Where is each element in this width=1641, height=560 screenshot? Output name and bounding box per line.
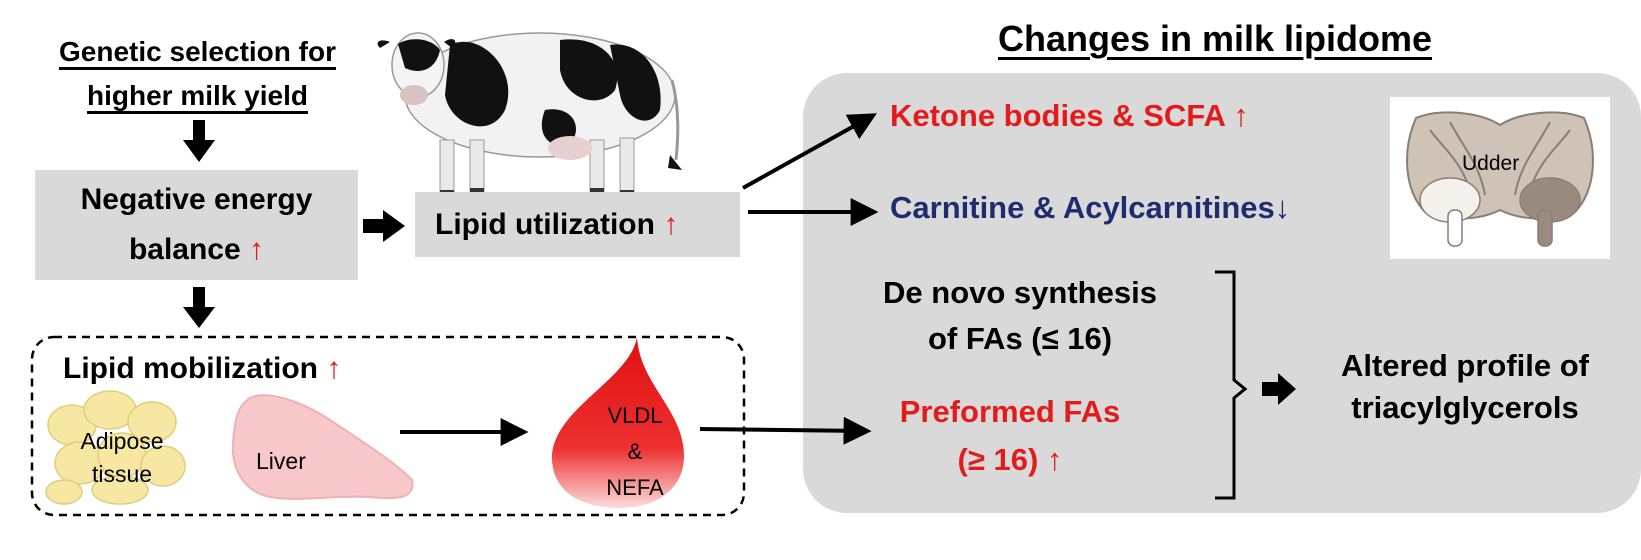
blood-drop-image	[551, 337, 684, 508]
udder-label: Udder	[1462, 152, 1520, 175]
blood-line-1: VLDL	[607, 403, 663, 428]
milk-lipidome-title-wrap: Changes in milk lipidome	[960, 18, 1470, 60]
blood-line-2: &	[627, 439, 643, 464]
neb-line-2: balance ↑	[35, 225, 358, 275]
lipid-mobilization-label: Lipid mobilization	[63, 352, 318, 385]
denovo-label: De novo synthesis of FAs (≤ 16)	[850, 270, 1190, 362]
ketone-label: Ketone bodies & SCFA	[890, 98, 1225, 133]
adipose-line-2: tissue	[91, 461, 153, 487]
preformed-line-2-wrap: (≥ 16) ↑	[860, 436, 1160, 484]
lipid-mobilization-label-wrap: Lipid mobilization ↑	[63, 352, 341, 386]
genetic-selection-label: Genetic selection for higher milk yield	[20, 30, 375, 118]
increase-arrow-ketone: ↑	[1233, 98, 1249, 133]
increase-arrow-mobilization: ↑	[326, 352, 342, 385]
preformed-line-2: (≥ 16)	[957, 442, 1039, 477]
block-arrow-right-2	[1262, 373, 1296, 405]
lipid-utilization-box: Lipid utilization ↑	[415, 192, 740, 257]
blood-line-3: NEFA	[606, 475, 664, 500]
denovo-line-2: of FAs (≤ 16)	[927, 321, 1113, 356]
preformed-line-1: Preformed FAs	[899, 394, 1121, 429]
genetic-line-1: Genetic selection for	[59, 36, 336, 67]
block-arrow-right-1	[363, 210, 405, 242]
decrease-arrow-carnitine: ↓	[1274, 190, 1291, 225]
cow-image	[377, 32, 682, 196]
adipose-tissue-image	[45, 390, 186, 505]
arrow-to-ketone	[742, 113, 877, 190]
increase-arrow-neb: ↑	[249, 233, 265, 266]
preformed-label: Preformed FAs (≥ 16) ↑	[860, 388, 1160, 484]
carnitine-label-wrap: Carnitine & Acylcarnitines↓	[890, 190, 1290, 226]
bracket	[1215, 270, 1248, 500]
neb-line-2-text: balance	[128, 233, 241, 266]
increase-arrow-utilization: ↑	[663, 208, 679, 241]
denovo-line-1: De novo synthesis	[883, 275, 1157, 310]
neb-line-1: Negative energy	[80, 183, 313, 216]
block-arrow-down-1	[183, 120, 215, 162]
carnitine-label: Carnitine & Acylcarnitines	[890, 190, 1275, 225]
blood-label: VLDL & NEFA	[575, 398, 695, 506]
adipose-line-1: Adipose	[80, 428, 164, 454]
udder-image	[1390, 97, 1610, 259]
arrow-blood-to-preformed	[699, 416, 872, 445]
ketone-label-wrap: Ketone bodies & SCFA ↑	[890, 98, 1249, 134]
altered-profile-label: Altered profile of triacylglycerols	[1300, 345, 1630, 429]
negative-energy-balance-box: Negative energy balance ↑	[35, 170, 358, 280]
liver-image	[231, 394, 414, 500]
altered-line-1: Altered profile of	[1340, 348, 1589, 383]
liver-label: Liver	[256, 448, 306, 474]
altered-line-2: triacylglycerols	[1351, 390, 1579, 425]
increase-arrow-preformed: ↑	[1046, 442, 1063, 477]
lipid-utilization-label: Lipid utilization	[435, 208, 655, 241]
genetic-line-2: higher milk yield	[87, 80, 308, 111]
lipid-mobilization-box	[30, 335, 746, 517]
adipose-tissue-label: Adipose tissue	[52, 425, 192, 491]
milk-lipidome-title: Changes in milk lipidome	[997, 18, 1433, 59]
block-arrow-down-2	[183, 287, 215, 328]
